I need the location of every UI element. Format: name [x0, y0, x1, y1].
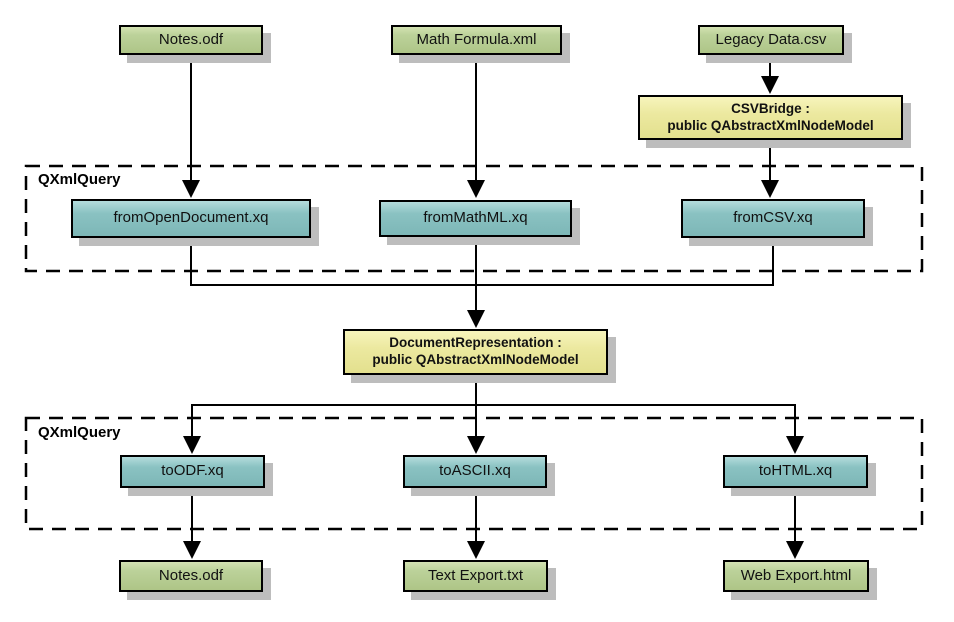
- output-group-label: QXmlQuery: [38, 424, 121, 441]
- node-label: fromMathML.xq: [423, 209, 528, 227]
- class-name-line: DocumentRepresentation :: [389, 335, 562, 351]
- node-source-notes-odf: Notes.odf: [119, 25, 263, 55]
- node-output-web-export-html: Web Export.html: [723, 560, 869, 592]
- node-source-math-formula-xml: Math Formula.xml: [391, 25, 562, 55]
- node-output-text-export-txt: Text Export.txt: [403, 560, 548, 592]
- node-label: Text Export.txt: [427, 566, 524, 584]
- node-label: Math Formula.xml: [416, 30, 537, 48]
- node-label: Web Export.html: [740, 566, 852, 584]
- class-name-line: CSVBridge :: [731, 100, 810, 116]
- node-query-toodf: toODF.xq: [120, 455, 265, 488]
- node-label: Legacy Data.csv: [715, 30, 827, 48]
- class-base-line: public QAbstractXmlNodeModel: [667, 117, 874, 133]
- node-label: fromCSV.xq: [733, 209, 813, 227]
- node-source-legacy-data-csv: Legacy Data.csv: [698, 25, 844, 55]
- input-group-frame: [24, 164, 924, 273]
- node-output-notes-odf: Notes.odf: [119, 560, 263, 592]
- node-label: fromOpenDocument.xq: [113, 209, 269, 227]
- node-label: Notes.odf: [158, 30, 224, 48]
- node-csvbridge-class: CSVBridge : public QAbstractXmlNodeModel: [638, 95, 903, 140]
- node-label: toASCII.xq: [439, 462, 511, 480]
- node-label: Notes.odf: [158, 566, 224, 584]
- node-label: toODF.xq: [161, 462, 224, 480]
- node-documentrepresentation-class: DocumentRepresentation : public QAbstrac…: [343, 329, 608, 375]
- node-query-fromcsv: fromCSV.xq: [681, 199, 865, 238]
- class-base-line: public QAbstractXmlNodeModel: [372, 352, 579, 367]
- output-group-frame: [24, 416, 924, 531]
- node-query-frommathml: fromMathML.xq: [379, 200, 572, 237]
- node-query-fromopendocument: fromOpenDocument.xq: [71, 199, 311, 238]
- node-query-toascii: toASCII.xq: [403, 455, 547, 488]
- input-group-label: QXmlQuery: [38, 171, 121, 188]
- node-query-tohtml: toHTML.xq: [723, 455, 868, 488]
- node-label: toHTML.xq: [758, 462, 833, 480]
